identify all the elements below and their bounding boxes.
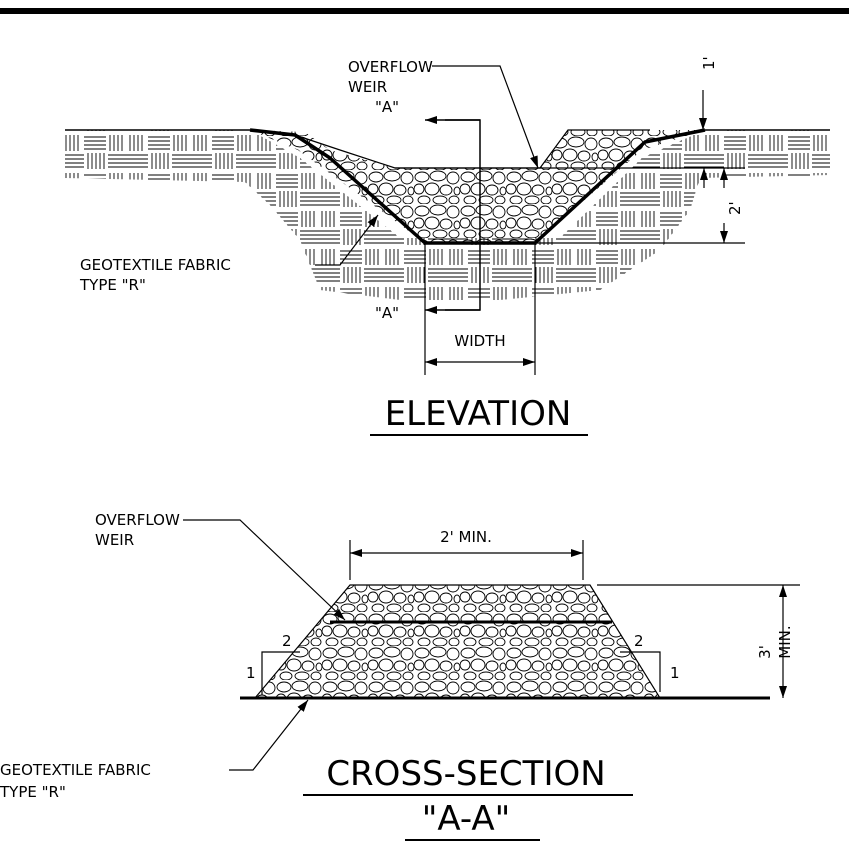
riprap-fill	[250, 130, 705, 243]
section-marker-bottom: "A"	[375, 304, 399, 322]
overflow-weir-label: OVERFLOW	[348, 58, 433, 76]
overflow-weir-leader	[183, 519, 346, 621]
section-marker-top: "A"	[375, 98, 399, 116]
geotextile-label-line2: TYPE "R"	[0, 783, 66, 801]
geotextile-leader	[229, 699, 309, 771]
riprap-trapezoid	[253, 584, 662, 699]
geotextile-leader	[315, 214, 379, 266]
two-feet-label: 2'	[726, 201, 744, 215]
slope-indicator-right	[620, 651, 661, 692]
overflow-weir-label-line2: WEIR	[348, 78, 387, 96]
overflow-weir-label-line2: WEIR	[95, 531, 134, 549]
cross-section-title: CROSS-SECTION	[326, 754, 605, 794]
cross-section-view: 2' MIN. 3' MIN. 2 1 2 1 OVERFLOW WEIR GE…	[0, 511, 800, 841]
sheet-border-top	[0, 8, 849, 14]
elevation-title: ELEVATION	[385, 394, 572, 434]
slope-left-rise: 1	[246, 664, 256, 682]
geotextile-label: GEOTEXTILE FABRIC	[80, 256, 231, 274]
overflow-weir-label: OVERFLOW	[95, 511, 180, 529]
cross-section-subtitle: "A-A"	[422, 799, 511, 839]
slope-left-run: 2	[282, 632, 292, 650]
overflow-weir-leader	[432, 65, 539, 169]
top-width-label: 2' MIN.	[440, 528, 492, 546]
soil-hatch	[65, 130, 830, 300]
slope-right-run: 2	[634, 632, 644, 650]
height-label: 3'	[756, 645, 774, 659]
geotextile-label-line2: TYPE "R"	[79, 276, 146, 294]
slope-indicator-left	[261, 651, 300, 695]
slope-right-rise: 1	[670, 664, 680, 682]
width-label: WIDTH	[454, 332, 505, 350]
one-foot-label: 1'	[700, 56, 718, 70]
geotextile-label: GEOTEXTILE FABRIC	[0, 761, 151, 779]
height-label-min: MIN.	[776, 625, 794, 658]
elevation-view: WIDTH "A" "A" OVERFLOW WEIR 1' 2' GEOTEX…	[65, 56, 830, 436]
